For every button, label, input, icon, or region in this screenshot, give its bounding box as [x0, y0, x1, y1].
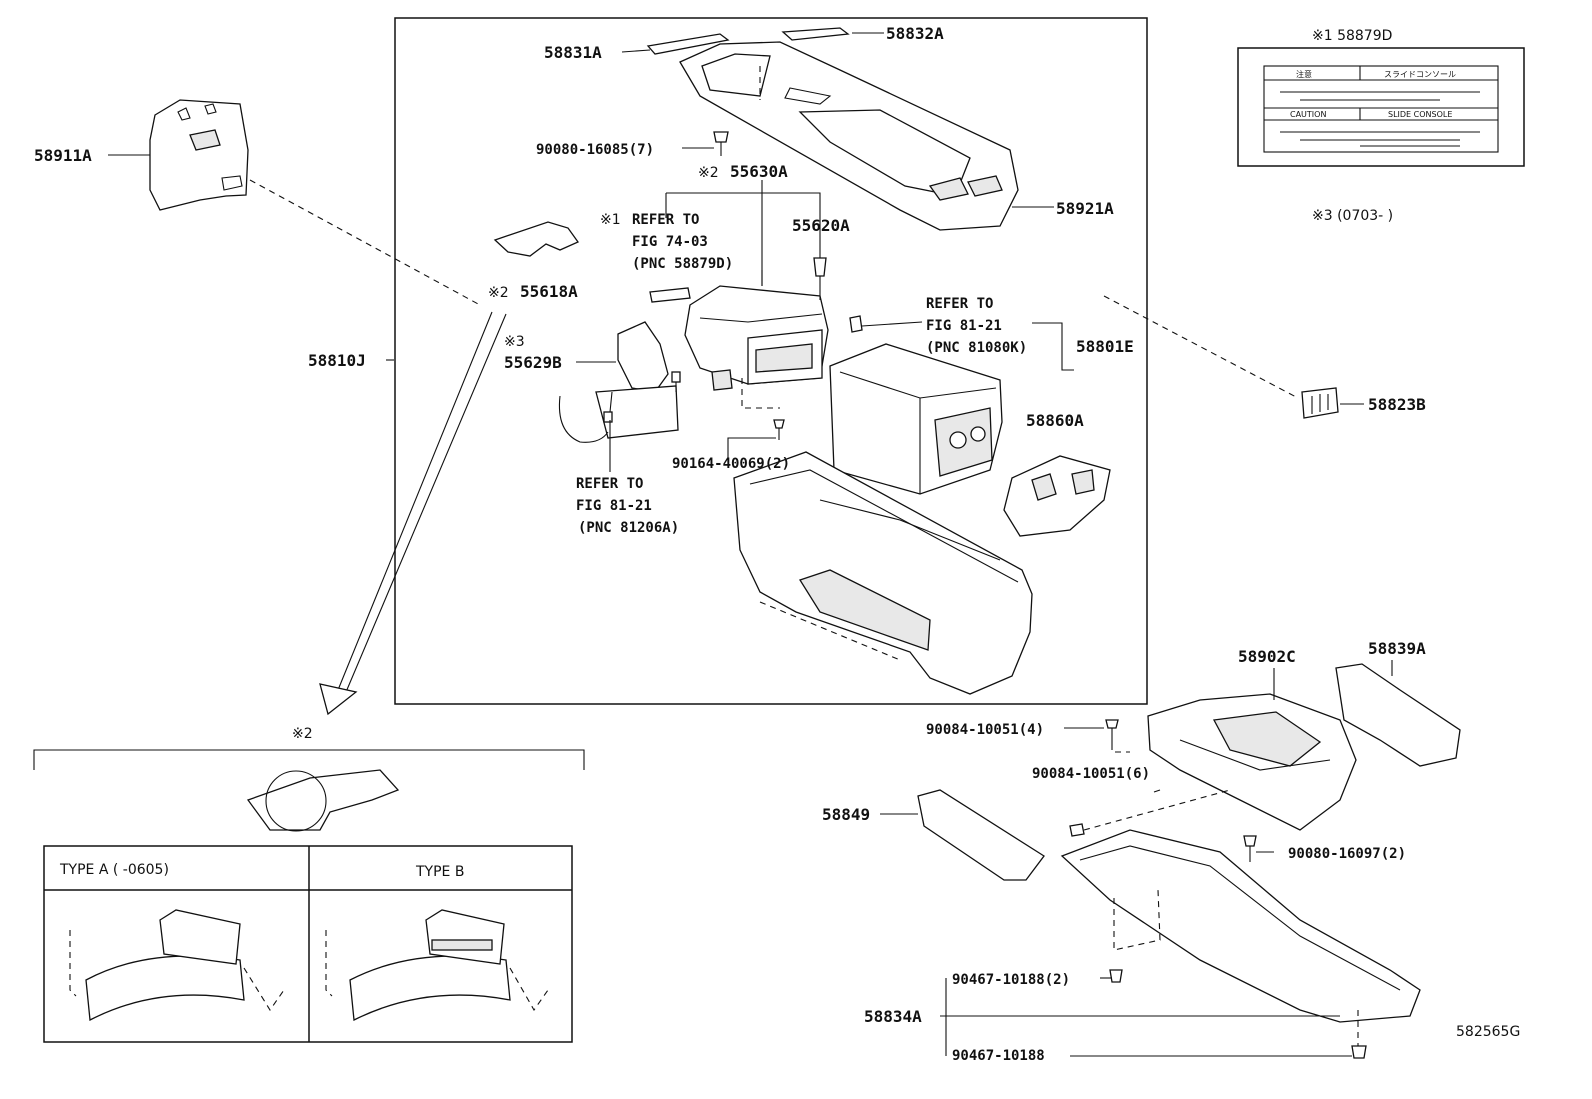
mark-1-refer: ※1 [600, 212, 621, 228]
label-55620A: 55620A [792, 216, 850, 235]
fasteners [713, 131, 1367, 1059]
label-55629B: 55629B [504, 353, 562, 372]
label-58823B: 58823B [1368, 395, 1426, 414]
part-58810J-drawing [733, 451, 1033, 695]
mark-2-55630A: ※2 [698, 165, 719, 181]
leader-lines [108, 32, 1393, 1057]
ref1-line1: REFER TO [632, 212, 699, 228]
label-90084-10051-4: 90084-10051(4) [926, 722, 1044, 738]
label-55618A: 55618A [520, 282, 578, 301]
ref2-line3: (PNC 81080K) [926, 340, 1027, 356]
label-90164-40069: 90164-40069(2) [672, 456, 790, 472]
label-58801E: 58801E [1076, 337, 1134, 356]
ref1-line2: FIG 74-03 [632, 234, 708, 250]
part-58902C-drawing [1147, 693, 1357, 831]
part-58911A-drawing [149, 99, 249, 211]
part-58860A-drawing [1003, 455, 1111, 537]
part-58832A-drawing [781, 27, 850, 41]
ref1-line3: (PNC 58879D) [632, 256, 733, 272]
label-58831A: 58831A [544, 43, 602, 62]
label-58810J: 58810J [308, 351, 366, 370]
label-58902C: 58902C [1238, 647, 1296, 666]
ref2-line2: FIG 81-21 [926, 318, 1002, 334]
ref3-line1: REFER TO [576, 476, 643, 492]
part-58849-drawing [917, 789, 1045, 881]
label-box-title: ※1 58879D [1312, 28, 1392, 44]
part-58834A-drawing [1060, 829, 1421, 1023]
part-58921A-drawing [679, 41, 1019, 231]
part-55620A-drawing [813, 257, 827, 300]
label-55630A: 55630A [730, 162, 788, 181]
label-90084-10051-6: 90084-10051(6) [1032, 766, 1150, 782]
ref3-line2: FIG 81-21 [576, 498, 652, 514]
assembly-dash-lines [249, 66, 1359, 1046]
label-box-slide-en: SLIDE CONSOLE [1388, 110, 1452, 119]
label-box-caution-jp: 注意 [1296, 69, 1312, 79]
detail-texts: ※2 TYPE A ( -0605) TYPE B [59, 726, 464, 880]
mark-3-55629B: ※3 [504, 334, 525, 350]
detail-arrow [319, 311, 507, 716]
detail-type-a: TYPE A ( -0605) [59, 862, 169, 878]
detail-mark: ※2 [292, 726, 313, 742]
label-58849: 58849 [822, 805, 870, 824]
part-labels: 58831A 58832A 58911A 90080-16085(7) ※2 5… [34, 24, 1426, 1064]
part-58801E-drawing [829, 315, 1003, 495]
mark-2-55618A: ※2 [488, 285, 509, 301]
label-58832A: 58832A [886, 24, 944, 43]
detail-type-b: TYPE B [415, 864, 464, 880]
label-58911A: 58911A [34, 146, 92, 165]
label-box-slide-jp: スライドコンソール [1384, 70, 1456, 79]
label-58839A: 58839A [1368, 639, 1426, 658]
note-3-date: ※3 (0703- ) [1312, 208, 1393, 224]
part-55629B-drawing [558, 321, 681, 443]
caution-label-texts: ※1 58879D 注意 スライドコンソール CAUTION SLIDE CON… [1290, 28, 1456, 224]
part-58823B-drawing [1301, 387, 1339, 419]
detail-panel [33, 749, 585, 1043]
label-90080-16097: 90080-16097(2) [1288, 846, 1406, 862]
assembly-frame [394, 17, 1148, 705]
figure-id: 582565G [1456, 1024, 1520, 1040]
label-90080-16085: 90080-16085(7) [536, 142, 654, 158]
part-55618A-drawing [493, 221, 579, 257]
part-58839A-drawing [1335, 663, 1461, 767]
ref2-line1: REFER TO [926, 296, 993, 312]
caution-label-box [1237, 47, 1525, 167]
label-58921A: 58921A [1056, 199, 1114, 218]
part-55630A-drawing [649, 285, 829, 391]
label-90467-10188: 90467-10188 [952, 1048, 1045, 1064]
ref3-line3: (PNC 81206A) [578, 520, 679, 536]
label-58834A: 58834A [864, 1007, 922, 1026]
label-58860A: 58860A [1026, 411, 1084, 430]
part-58831A-drawing [646, 33, 730, 55]
label-90467-10188-2: 90467-10188(2) [952, 972, 1070, 988]
label-box-caution-en: CAUTION [1290, 110, 1326, 119]
